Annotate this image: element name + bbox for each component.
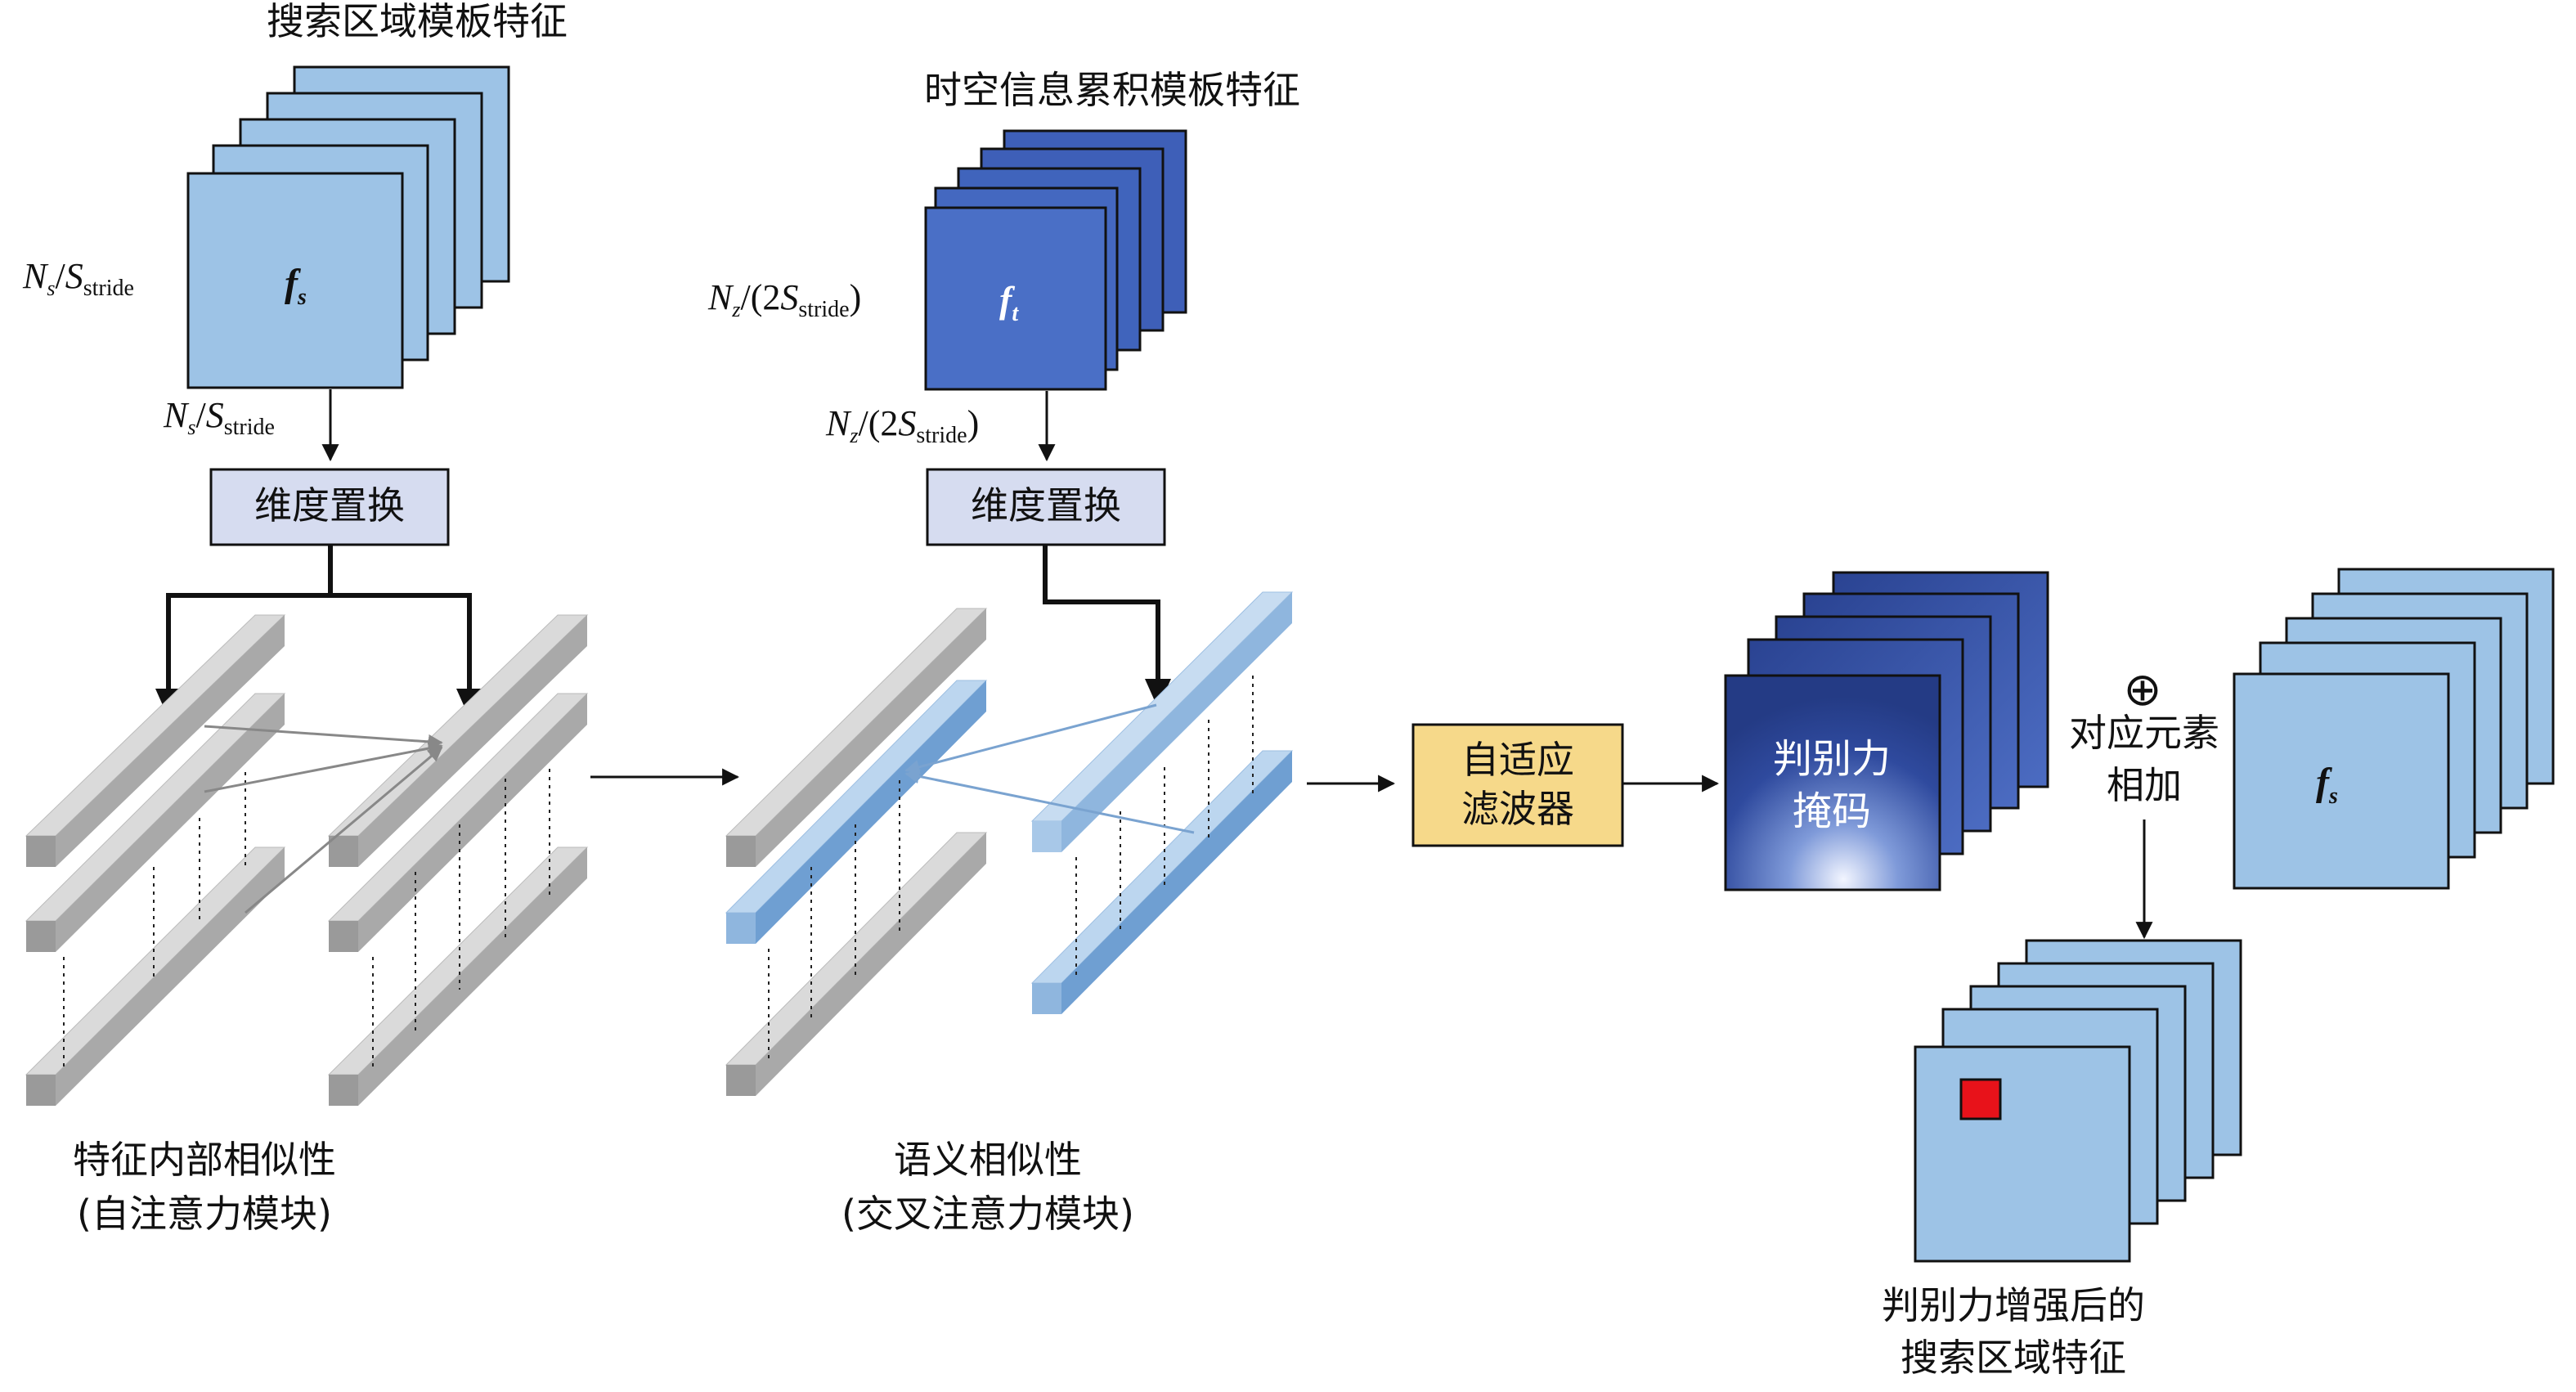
bar [327,693,589,952]
mask-stack [1724,571,2049,891]
fs-symbol-right: fs [2316,761,2338,809]
adaptive-filter-box: 自适应 滤波器 [1411,723,1624,847]
cross-attention-module [725,591,1294,1096]
fs-symbol: fs [285,262,307,310]
adaptive-filter-line1: 自适应 [1461,738,1574,782]
add-op-line1: 对应元素 [2069,711,2219,755]
self-attention-title: 特征内部相似性 [73,1138,336,1182]
template-feature-stack [924,129,1187,391]
self-attention-subtitle: (自注意力模块) [77,1192,332,1236]
add-icon: ⊕ [2124,663,2162,716]
bar-highlight [725,680,988,944]
permute-left-label: 维度置换 [254,483,405,528]
bar [25,614,286,867]
search-feature-stack [186,65,510,389]
connector-permute-left-b [330,593,472,708]
permute-box-right: 维度置换 [926,468,1166,546]
self-attention-module [25,614,589,1106]
bar [327,846,589,1106]
mask-line2: 掩码 [1793,788,1871,834]
connector-permute-right [1043,545,1160,689]
template-bottom-label: Nz/(2Sstride) [825,403,979,448]
search-stack-title: 搜索区域模板特征 [267,0,568,43]
cross-attention-title: 语义相似性 [894,1138,1082,1182]
cross-attention-subtitle: (交叉注意力模块) [841,1192,1134,1236]
bar [327,614,589,867]
connector-permute-left-a [166,545,333,708]
adaptive-filter-line2: 滤波器 [1461,787,1574,831]
bar-highlight [1030,750,1294,1014]
mask-line1: 判别力 [1773,736,1891,782]
add-op-line2: 相加 [2107,763,2182,807]
output-title-line2: 搜索区域特征 [1901,1336,2126,1380]
arrowhead-right [1145,679,1171,708]
fs-stack-right [2233,568,2555,890]
output-stack [1914,939,2242,1263]
search-bottom-label: Ns/Sstride [163,395,275,440]
permute-box-left: 维度置换 [209,468,450,546]
bar [25,846,286,1106]
bar-highlight [1030,591,1294,852]
search-side-label: Ns/Sstride [22,256,134,301]
bar [25,693,286,952]
bar [725,608,988,867]
ft-symbol: ft [999,279,1019,326]
template-stack-title: 时空信息累积模板特征 [924,68,1300,112]
template-side-label: Nz/(2Sstride) [707,277,861,322]
target-highlight [1959,1078,2002,1120]
output-title-line1: 判别力增强后的 [1882,1283,2145,1327]
permute-right-label: 维度置换 [971,483,1121,528]
